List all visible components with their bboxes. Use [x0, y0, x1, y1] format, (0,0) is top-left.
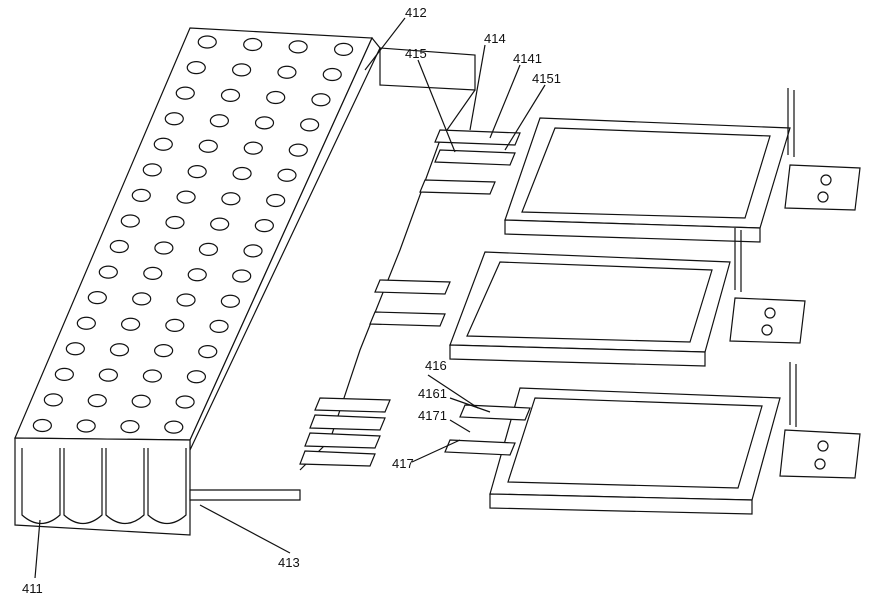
hole: [99, 369, 117, 381]
cylindrical-cell: [22, 448, 60, 524]
hole: [155, 242, 173, 254]
hole: [66, 343, 84, 355]
hole: [233, 64, 251, 76]
hole: [88, 395, 106, 407]
hole: [143, 370, 161, 382]
hole: [244, 38, 262, 50]
hole: [99, 266, 117, 278]
label-4161: 4161: [418, 386, 447, 401]
hole: [187, 62, 205, 74]
plate-413: [190, 490, 300, 500]
hole: [221, 89, 239, 101]
label-4151: 4151: [532, 71, 561, 86]
hole: [335, 43, 353, 55]
hole: [211, 218, 229, 230]
hole: [301, 119, 319, 131]
hole: [210, 320, 228, 332]
label-413: 413: [278, 555, 300, 570]
hole: [44, 394, 62, 406]
hole: [233, 270, 251, 282]
hole: [244, 245, 262, 257]
hole: [132, 189, 150, 201]
label-4141: 4141: [513, 51, 542, 66]
cell-module-1: [435, 88, 860, 242]
label-4171: 4171: [418, 408, 447, 423]
cylindrical-cell: [148, 448, 186, 524]
hole: [199, 243, 217, 255]
hole: [199, 346, 217, 358]
hole: [187, 371, 205, 383]
hole: [222, 193, 240, 205]
hole: [244, 142, 262, 154]
hole: [221, 295, 239, 307]
label-414: 414: [484, 31, 506, 46]
label-412: 412: [405, 5, 427, 20]
hole: [177, 191, 195, 203]
hole: [267, 92, 285, 104]
hole: [210, 115, 228, 127]
cell-module-2: [450, 228, 805, 366]
hole: [122, 318, 140, 330]
hole: [165, 421, 183, 433]
hole: [323, 69, 341, 81]
hole: [267, 194, 285, 206]
hole: [166, 217, 184, 229]
hole: [55, 368, 73, 380]
cylindrical-cell: [64, 448, 102, 524]
hole: [166, 319, 184, 331]
hole: [176, 87, 194, 99]
hole: [199, 140, 217, 152]
hole: [289, 41, 307, 53]
hole: [121, 215, 139, 227]
label-415: 415: [405, 46, 427, 61]
hole: [188, 166, 206, 178]
hole: [176, 396, 194, 408]
hole: [198, 36, 216, 48]
hole: [33, 419, 51, 431]
hole: [188, 269, 206, 281]
hole: [256, 117, 274, 129]
hole: [121, 421, 139, 433]
hole: [77, 420, 95, 432]
hole: [278, 66, 296, 78]
hole: [289, 144, 307, 156]
hole: [77, 317, 95, 329]
hole: [88, 292, 106, 304]
hole: [165, 113, 183, 125]
hole: [110, 241, 128, 253]
hole: [133, 293, 151, 305]
hole: [155, 345, 173, 357]
hole: [312, 94, 330, 106]
hole: [255, 220, 273, 232]
hole: [154, 138, 172, 150]
label-411: 411: [22, 581, 43, 596]
hole: [233, 167, 251, 179]
hole: [110, 344, 128, 356]
hole: [177, 294, 195, 306]
label-417: 417: [392, 456, 414, 471]
cell-module-3: [445, 362, 860, 514]
hole: [278, 169, 296, 181]
hole: [132, 395, 150, 407]
label-416: 416: [425, 358, 447, 373]
hole: [143, 164, 161, 176]
cylindrical-cell: [106, 448, 144, 524]
hole: [144, 267, 162, 279]
